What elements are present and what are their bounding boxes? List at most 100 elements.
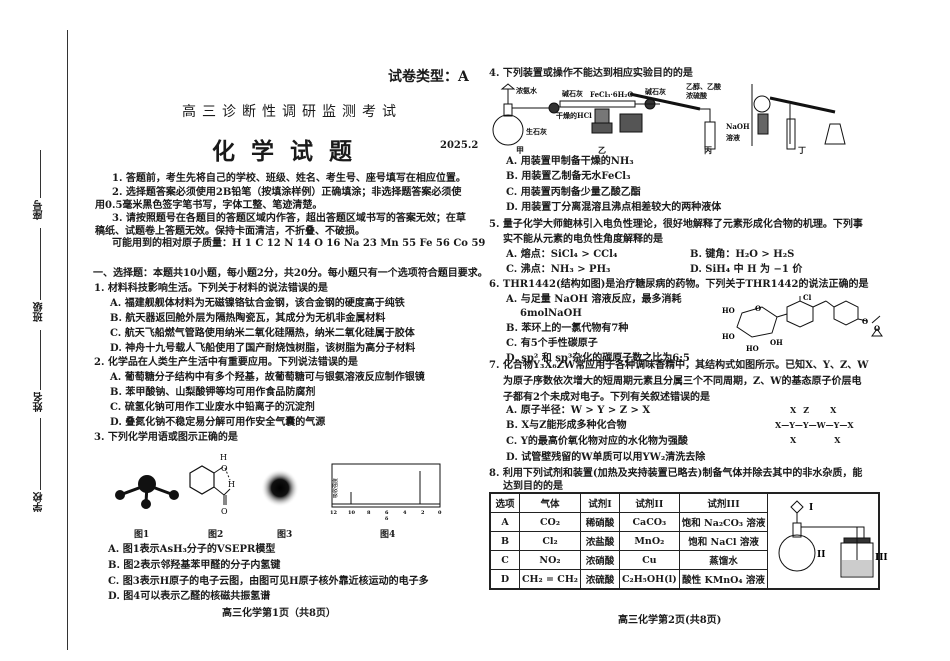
diagram-label: 生石灰 (526, 127, 547, 136)
diagram-part (812, 300, 827, 308)
diagram-label: 6 (385, 510, 389, 516)
instruction-1: 1. 答题前，考生先将自己的学校、班级、姓名、考生号、座号填写在相应位置。 (112, 173, 466, 184)
diagram-label: NaOH (726, 122, 750, 131)
diagram-part: 饱和 NaCl 溶液 (678, 531, 769, 551)
apparatus-ding-label: 丁 (798, 145, 806, 155)
q1-option-c: C. 航天飞船燃气管路使用纳米二氧化硅隔热，纳米二氧化硅属于胶体 (110, 328, 415, 339)
diagram-part (331, 463, 441, 508)
diagram-part (189, 465, 215, 495)
diagram-part: 试剂III (678, 492, 769, 513)
diagram-part (825, 300, 835, 308)
diagram-label: O (862, 317, 868, 326)
class-label: 班级 (34, 302, 45, 322)
diagram-part: CH₂ = CH₂ (519, 569, 581, 590)
diagram-part (138, 475, 156, 493)
q8-stem-cont: 达到目的的是 (503, 481, 563, 492)
diagram-part: 浓盐酸 (579, 531, 620, 551)
apparatus-bing-label: 丙 (704, 145, 712, 155)
diagram-part (591, 122, 613, 134)
q2-option-a: A. 葡萄糖分子结构中有多个羟基，故葡萄糖可与银氨溶液反应制作银镜 (110, 372, 425, 383)
diagram-part: CO₂ (519, 512, 581, 532)
diagram-label: 浓氨水 (516, 86, 538, 95)
diagram-part (786, 300, 814, 328)
diagram-label: OH (770, 338, 783, 347)
diagram-part (213, 466, 224, 474)
diagram-label: 0 (438, 510, 442, 516)
q1-option-a: A. 福建舰舰体材料为无磁镍铬钛合金钢，该合金钢的硬度高于纯铁 (110, 298, 405, 309)
page1-footer: 高三化学第1页（共8页） (222, 608, 336, 619)
diagram-part: C₂H₅OH(l) (618, 569, 680, 590)
q7-stem-cont-2: 子都有2个未成对电子。下列有关叙述错误的是 (503, 392, 710, 403)
diagram-part (769, 96, 836, 114)
diagram-part (778, 499, 874, 577)
fig4-ylabel: 吸收强度 (332, 478, 339, 498)
q3-option-c: C. 图3表示H原子的电子云图，由图可见H原子核外靠近核运动的电子多 (108, 576, 429, 587)
q3-stem: 3. 下列化学用语或图示正确的是 (94, 432, 238, 443)
q6-option-c: C. 有5个手性碳原子 (506, 338, 598, 349)
diagram-part: 饱和 Na₂CO₃ 溶液 (678, 512, 769, 532)
diagram-part: 稀硝酸 (579, 512, 620, 532)
diagram-part (833, 300, 859, 326)
fig4-label: 图4 (380, 530, 396, 540)
diagram-part (559, 100, 636, 108)
q6-option-a-cont: 6molNaOH (520, 308, 582, 319)
diagram-part (594, 108, 610, 124)
diagram-part (261, 469, 299, 507)
q4-apparatus: 浓氨水碱石灰 生石灰FeCl₃·6H₂O 碱石灰干燥的HCl 乙醇、乙酸浓硫酸 … (492, 82, 846, 150)
diagram-part: D (489, 569, 520, 590)
diagram-label: 2 (421, 510, 425, 516)
subject-title: 化学试题 (212, 138, 368, 165)
diagram-label: 8 (367, 510, 371, 516)
q4-option-a: A. 用装置甲制备干燥的NH₃ (506, 156, 634, 167)
diagram-label: HO (746, 344, 759, 353)
q1-option-b: B. 航天器返回舱外层为隔热陶瓷瓦，其成分为无机非金属材料 (110, 313, 386, 324)
seat-line (40, 150, 41, 198)
diagram-part: A (489, 512, 520, 532)
diagram-label: O (221, 507, 228, 516)
diagram-part: C (489, 550, 520, 570)
diagram-label: O (874, 324, 880, 333)
binding-line (67, 30, 68, 650)
diagram-part (824, 123, 846, 145)
paper-type: 试卷类型：A (388, 69, 469, 85)
fig3-electron-cloud (261, 469, 299, 507)
diagram-part (169, 490, 179, 500)
fig2-label: 图2 (208, 530, 224, 540)
apparatus-jia-label: 甲 (516, 145, 524, 155)
diagram-label: H (228, 480, 235, 489)
class-line (40, 228, 41, 300)
q3-option-b: B. 图2表示邻羟基苯甲醛的分子内氢键 (108, 560, 281, 571)
seat-label: 座号 (34, 200, 45, 220)
instruction-3-cont: 稿纸、试题卷上答题无效。保持卡面清洁，不折叠、不破损。 (95, 226, 365, 237)
diagram-label: 溶液 (726, 133, 741, 142)
name-label: 姓名 (34, 392, 45, 412)
q4-option-c: C. 用装置丙制备少量乙酸乙酯 (506, 187, 641, 198)
diagram-part (790, 499, 805, 514)
diagram-part (492, 114, 524, 146)
diagram-part: B (489, 531, 520, 551)
q6-option-d: D. sp² 和 sp³杂化的碳原子数之比为6:5 (506, 353, 690, 364)
q3-option-a: A. 图1表示AsH₃分子的VSEPR模型 (108, 544, 276, 555)
diagram-part (548, 102, 560, 114)
diagram-part (786, 118, 796, 150)
diagram-part (871, 315, 881, 324)
exam-title: 高三诊断性调研监测考试 (182, 104, 402, 120)
q4-option-d: D. 用装置丁分离混溶且沸点相差较大的两种液体 (506, 202, 722, 213)
diagram-label: 乙醇、乙酸 (686, 82, 722, 91)
diagram-label: 碱石灰 (562, 89, 583, 98)
instruction-2: 2. 选择题答案必须使用2B铅笔（按填涂样例）正确填涂；非选择题答案必须使 (112, 187, 462, 198)
q5-option-b: B. 键角：H₂O > H₂S (690, 249, 795, 260)
fig1-label: 图1 (134, 530, 150, 540)
q4-stem: 4. 下列装置或操作不能达到相应实验目的的是 (489, 68, 693, 79)
diagram-part (619, 113, 643, 133)
instruction-3: 3. 请按照题号在各题目的答题区域内作答，超出答题区域书写的答案无效；在草 (112, 213, 466, 224)
diagram-part (778, 534, 816, 571)
q7-struct-middle: X—Y—Y—W—Y—X (775, 420, 854, 430)
